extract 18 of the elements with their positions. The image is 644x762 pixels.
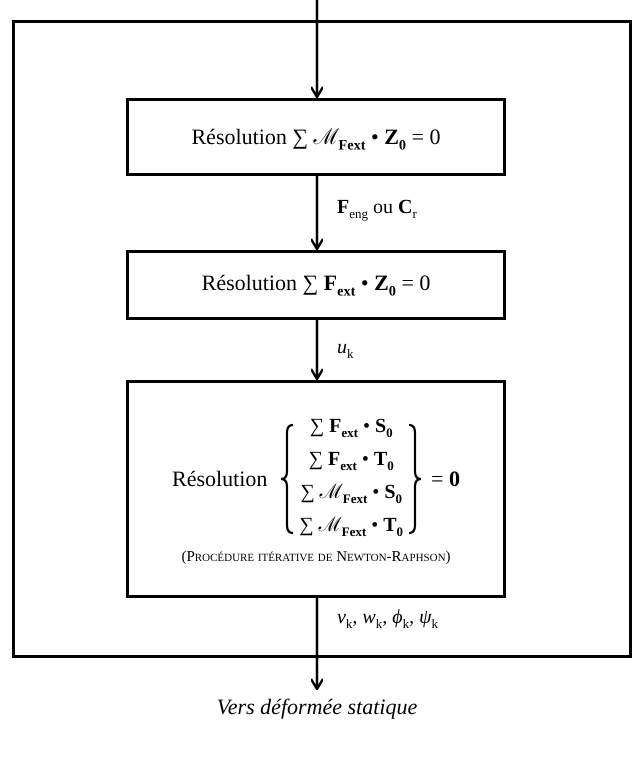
- equation-text: = 0: [431, 466, 460, 492]
- output-text: Vers déformée statique: [216, 694, 418, 720]
- equation-row-text: ∑ F$_{ext}$ • S$_{0}$: [310, 414, 393, 442]
- note-text: (Procédure itérative de Newton-Raphson): [181, 548, 451, 566]
- arrow: [310, 176, 324, 250]
- process-box: [126, 250, 506, 320]
- process-box: [126, 380, 506, 598]
- arrow: [310, 320, 324, 380]
- box-heading: Résolution: [172, 466, 268, 492]
- frame: [12, 20, 632, 658]
- equation-text: Résolution ∑ F$_{ext}$ • Z$_{0}$ = 0: [202, 270, 430, 300]
- equation-row-text: ∑ ℳ$_{Fext}$ • T$_{0}$: [299, 512, 404, 540]
- arrow: [310, 0, 324, 98]
- arrow: [310, 598, 324, 690]
- equation-row-text: ∑ ℳ$_{Fext}$ • S$_{0}$: [300, 480, 402, 508]
- process-box: [126, 98, 506, 176]
- equation-text: Résolution ∑ ℳ$_{Fext}$ • Z$_{0}$ = 0: [192, 122, 440, 154]
- equation-row-text: ∑ F$_{ext}$ • T$_{0}$: [308, 446, 394, 474]
